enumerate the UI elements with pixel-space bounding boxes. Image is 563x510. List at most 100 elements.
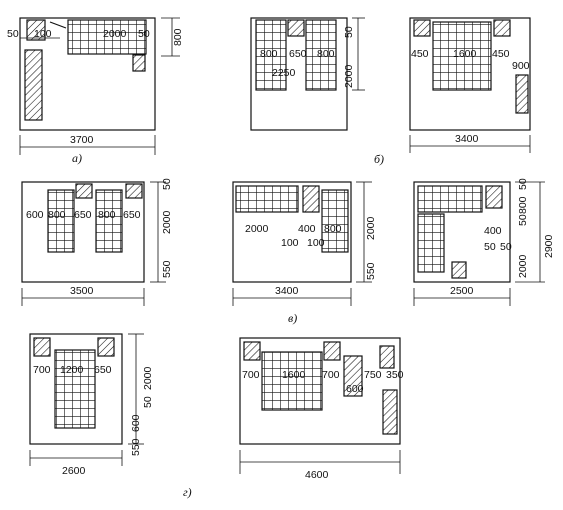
dim-label: 600 xyxy=(130,414,142,432)
plan-a-room xyxy=(19,17,180,155)
dim-label: 1600 xyxy=(282,369,306,381)
dim-label: 650 xyxy=(74,209,92,221)
nightstand xyxy=(302,185,320,213)
dim-label: 750 xyxy=(364,369,382,381)
dim-label: 3400 xyxy=(275,285,299,297)
dim-label: 4600 xyxy=(305,469,329,481)
dim-label: 400 xyxy=(298,223,316,235)
dim-label: 600 xyxy=(346,383,364,395)
single-bed xyxy=(305,19,337,91)
nightstand xyxy=(323,341,341,361)
dim-label: 3700 xyxy=(70,134,94,146)
dim-label: 2000 xyxy=(343,64,355,88)
panel-caption: б) xyxy=(374,152,384,166)
dim-label: 600 xyxy=(26,209,44,221)
single-bed xyxy=(417,185,483,213)
nightstand xyxy=(75,183,93,199)
nightstand xyxy=(243,341,261,361)
dim-label: 800 xyxy=(48,209,66,221)
dim-label: 50 xyxy=(161,178,173,190)
dim-label: 50 xyxy=(484,241,496,253)
dim-label: 2000 xyxy=(161,210,173,234)
double-bed xyxy=(261,351,323,411)
dim-label: 3500 xyxy=(70,285,94,297)
nightstand xyxy=(125,183,143,199)
plan-b1-room xyxy=(250,17,365,131)
dim-label: 2000 xyxy=(103,28,127,40)
dim-label: 2900 xyxy=(543,234,555,258)
dim-label: 2250 xyxy=(272,67,296,79)
dim-label: 700 xyxy=(33,364,51,376)
dim-label: 900 xyxy=(512,60,530,72)
nightstand xyxy=(97,337,115,357)
double-bed xyxy=(432,21,492,91)
dim-label: 50 xyxy=(343,26,355,38)
dim-label: 50 xyxy=(517,178,529,190)
dim-label: 50 xyxy=(517,214,529,226)
dim-label: 400 xyxy=(484,225,502,237)
double-bed xyxy=(67,19,147,55)
nightstand xyxy=(287,19,305,37)
wardrobe xyxy=(24,49,43,121)
double-bed xyxy=(54,349,96,429)
dim-label: 650 xyxy=(94,364,112,376)
panel-caption: в) xyxy=(288,311,297,325)
dim-label: 2000 xyxy=(365,216,377,240)
dim-label: 550 xyxy=(161,260,173,278)
dim-label: 800 xyxy=(317,48,335,60)
dim-label: 1200 xyxy=(60,364,84,376)
wardrobe xyxy=(382,389,398,435)
dim-label: 2000 xyxy=(245,223,269,235)
single-bed xyxy=(255,19,287,91)
nightstand xyxy=(33,337,51,357)
plan-d2-room xyxy=(239,337,401,474)
nightstand xyxy=(485,185,503,209)
plan-b2-room xyxy=(409,17,531,153)
dim-label: 100 xyxy=(34,28,52,40)
dim-label: 50 xyxy=(500,241,512,253)
dim-label: 550 xyxy=(130,438,142,456)
dim-label: 3400 xyxy=(455,133,479,145)
panel-caption: г) xyxy=(183,485,192,499)
dim-label: 700 xyxy=(322,369,340,381)
nightstand xyxy=(26,19,46,41)
dim-label: 800 xyxy=(98,209,116,221)
dim-label: 100 xyxy=(281,237,299,249)
dim-label: 800 xyxy=(172,28,184,46)
plan-c1-room xyxy=(21,181,166,306)
plan-c2-room xyxy=(232,181,372,306)
nightstand xyxy=(413,19,431,37)
dim-label: 2500 xyxy=(450,285,474,297)
dim-label: 450 xyxy=(411,48,429,60)
chair xyxy=(132,54,146,72)
single-bed xyxy=(417,213,445,273)
dim-label: 700 xyxy=(242,369,260,381)
single-bed xyxy=(47,189,75,253)
dim-label: 2000 xyxy=(142,366,154,390)
dim-label: 800 xyxy=(260,48,278,60)
dim-label: 450 xyxy=(492,48,510,60)
plan-c3-room xyxy=(413,181,545,306)
dim-label: 50 xyxy=(142,396,154,408)
dim-label: 2600 xyxy=(62,465,86,477)
dim-label: 800 xyxy=(324,223,342,235)
single-bed xyxy=(321,189,349,253)
dim-label: 1600 xyxy=(453,48,477,60)
dresser xyxy=(343,355,363,397)
dim-label: 2000 xyxy=(517,254,529,278)
panel-caption: а) xyxy=(72,151,82,165)
chair xyxy=(379,345,395,369)
chair xyxy=(451,261,467,279)
wardrobe xyxy=(515,74,529,114)
dim-label: 800 xyxy=(517,196,529,214)
dim-label: 550 xyxy=(365,262,377,280)
single-bed xyxy=(235,185,299,213)
plan-d1-room xyxy=(29,333,144,466)
dim-label: 650 xyxy=(123,209,141,221)
dim-label: 650 xyxy=(289,48,307,60)
dim-label: 50 xyxy=(138,28,150,40)
dim-label: 350 xyxy=(386,369,404,381)
single-bed xyxy=(95,189,123,253)
nightstand xyxy=(493,19,511,37)
